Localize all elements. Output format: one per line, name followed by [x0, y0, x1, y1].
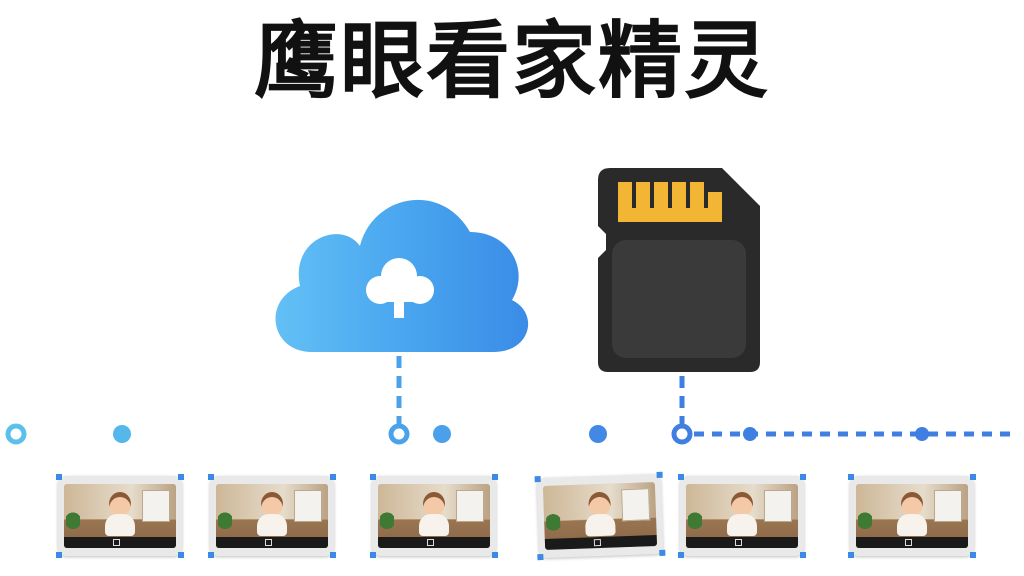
timeline-node [5, 423, 27, 445]
timeline-node [671, 423, 693, 445]
selection-handle [178, 474, 184, 480]
player-controls [856, 537, 968, 548]
baby-figure [261, 492, 283, 516]
selection-handle [178, 552, 184, 558]
timeline-node [743, 427, 757, 441]
timeline-node [113, 425, 131, 443]
selection-handle [56, 552, 62, 558]
video-frame [686, 484, 798, 548]
selection-handle [970, 474, 976, 480]
selection-handle [537, 554, 544, 561]
video-thumbnail[interactable] [534, 471, 666, 561]
selection-handle [370, 552, 376, 558]
selection-handle [848, 552, 854, 558]
player-controls [64, 537, 176, 548]
timeline-node [915, 427, 929, 441]
baby-figure [423, 492, 445, 516]
selection-handle [56, 474, 62, 480]
baby-figure [109, 492, 131, 516]
video-frame [64, 484, 176, 548]
selection-handle [678, 552, 684, 558]
timeline-node [589, 425, 607, 443]
player-controls [378, 537, 490, 548]
video-thumbnail[interactable] [678, 474, 806, 558]
player-controls [216, 537, 328, 548]
timeline-nodes [5, 423, 929, 445]
video-frame [856, 484, 968, 548]
video-thumbnail[interactable] [370, 474, 498, 558]
selection-handle [370, 474, 376, 480]
selection-handle [534, 476, 541, 483]
selection-handle [492, 552, 498, 558]
selection-handle [656, 471, 663, 478]
selection-handle [800, 552, 806, 558]
video-frame [542, 482, 658, 550]
timeline-node [388, 423, 410, 445]
selection-handle [330, 474, 336, 480]
video-thumbnail[interactable] [208, 474, 336, 558]
selection-handle [800, 474, 806, 480]
player-controls [686, 537, 798, 548]
selection-handle [970, 552, 976, 558]
sd-card-icon [598, 168, 760, 372]
video-frame [216, 484, 328, 548]
page-title: 鹰眼看家精灵 [253, 11, 770, 110]
video-frame [378, 484, 490, 548]
selection-handle [659, 549, 666, 556]
player-controls [544, 535, 658, 550]
selection-handle [848, 474, 854, 480]
baby-figure [731, 492, 753, 516]
selection-handle [492, 474, 498, 480]
video-thumbnail[interactable] [56, 474, 184, 558]
cloud-upload-icon [275, 199, 529, 352]
baby-figure [901, 492, 923, 516]
selection-handle [208, 474, 214, 480]
timeline-node [433, 425, 451, 443]
selection-handle [330, 552, 336, 558]
selection-handle [678, 474, 684, 480]
video-thumbnail[interactable] [848, 474, 976, 558]
selection-handle [208, 552, 214, 558]
